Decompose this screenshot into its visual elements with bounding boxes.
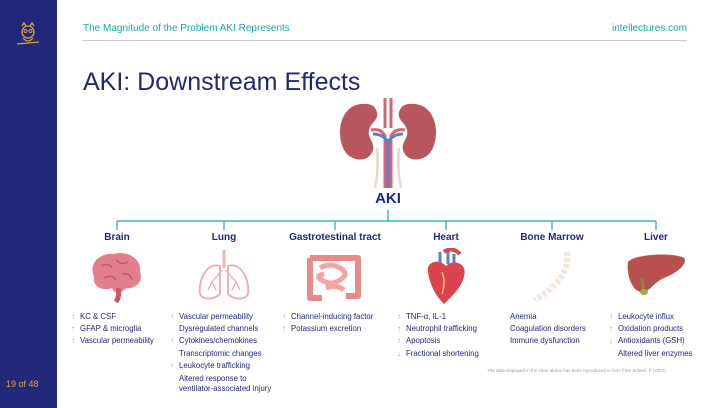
list-item: Altered liver enzymes — [618, 348, 693, 358]
column-header-brain: Brain — [104, 232, 130, 243]
list-item: ↑Apoptosis — [397, 335, 479, 347]
list-item: ↑Cytokines/chemokines — [170, 335, 271, 347]
arrow-up-icon: ↑ — [397, 324, 401, 334]
list-item: ↑KC & CSF — [71, 311, 154, 323]
list-item: ↑GFAP & microglia — [71, 323, 154, 335]
list-item: ↑Oxidation products — [609, 323, 693, 335]
arrow-up-icon: ↑ — [71, 312, 75, 321]
lungs-icon — [198, 250, 250, 300]
bone-marrow-icon — [533, 251, 571, 303]
arrow-down-icon: ↓ — [609, 336, 613, 346]
column-header-liver: Liver — [644, 232, 668, 243]
heart-icon — [427, 248, 465, 304]
list-lung: ↑Vascular permeability Dysregulated chan… — [170, 311, 271, 394]
list-item: ↑TNF-α, IL-1 — [397, 311, 479, 323]
column-header-bone-marrow: Bone Marrow — [520, 232, 584, 243]
owl-logo-icon — [16, 21, 40, 45]
column-header-gi: Gastrotestinal tract — [289, 232, 381, 243]
list-item: Altered response to — [179, 374, 247, 384]
arrow-up-icon: ↑ — [609, 324, 613, 334]
column-header-lung: Lung — [211, 232, 237, 243]
list-item: Coagulation disorders — [510, 324, 586, 334]
arrow-up-icon: ↑ — [170, 312, 174, 321]
list-item: Immune dysfunction — [510, 336, 580, 346]
sidebar: 19 of 48 — [0, 0, 57, 408]
arrow-down-icon: ↓ — [397, 348, 401, 358]
list-item: ↑Leukocyte influx — [609, 311, 693, 323]
brain-icon — [92, 252, 141, 303]
list-liver: ↑Leukocyte influx ↑Oxidation products ↓A… — [609, 311, 693, 360]
site-link[interactable]: intellectures.com — [611, 23, 687, 34]
list-item: Anemia — [510, 312, 537, 321]
list-item: ventilator-associated injury — [179, 384, 272, 394]
arrow-up-icon: ↑ — [397, 312, 401, 321]
aki-label: AKI — [375, 190, 401, 207]
list-item: ↓Antioxidants (GSH) — [609, 335, 693, 347]
page-number: 19 of 48 — [6, 379, 39, 389]
arrow-up-icon: ↑ — [170, 336, 174, 346]
list-item: ↑Channel-inducing factor — [282, 311, 373, 323]
list-brain: ↑KC & CSF ↑GFAP & microglia ↑Vascular pe… — [71, 311, 154, 348]
column-header-heart: Heart — [433, 232, 459, 243]
arrow-up-icon: ↑ — [609, 312, 613, 321]
arrow-up-icon: ↑ — [71, 336, 75, 346]
kidneys-icon — [339, 98, 437, 188]
list-gi: ↑Channel-inducing factor ↑Potassium excr… — [282, 311, 373, 335]
arrow-up-icon: ↑ — [71, 324, 75, 334]
arrow-up-icon: ↑ — [282, 312, 286, 321]
intestine-icon — [307, 255, 361, 301]
list-item: ↑Leukocyte trafficking — [170, 360, 271, 372]
list-heart: ↑TNF-α, IL-1 ↑Neutrophil trafficking ↑Ap… — [397, 311, 479, 360]
list-bone-marrow: Anemia Coagulation disorders Immune dysf… — [501, 311, 586, 348]
list-item: ↑Potassium excretion — [282, 323, 373, 335]
header-divider — [83, 40, 687, 41]
arrow-up-icon: ↑ — [282, 324, 286, 334]
list-item: Dysregulated channels — [179, 324, 259, 334]
list-item: Transcriptomic changes — [179, 348, 262, 358]
liver-icon — [627, 254, 686, 295]
list-item: ↑Vascular permeability — [170, 311, 271, 323]
list-item: ↑Vascular permeability — [71, 335, 154, 347]
page-title: AKI: Downstream Effects — [83, 68, 361, 96]
list-item: ↑Neutrophil trafficking — [397, 323, 479, 335]
header-title: The Magnitude of the Problem AKI Represe… — [83, 23, 290, 34]
arrow-up-icon: ↑ — [170, 360, 174, 370]
arrow-up-icon: ↑ — [397, 336, 401, 346]
footnote: The data displayed in the chart above ha… — [487, 368, 668, 373]
list-item: ↓Fractional shortening — [397, 348, 479, 360]
